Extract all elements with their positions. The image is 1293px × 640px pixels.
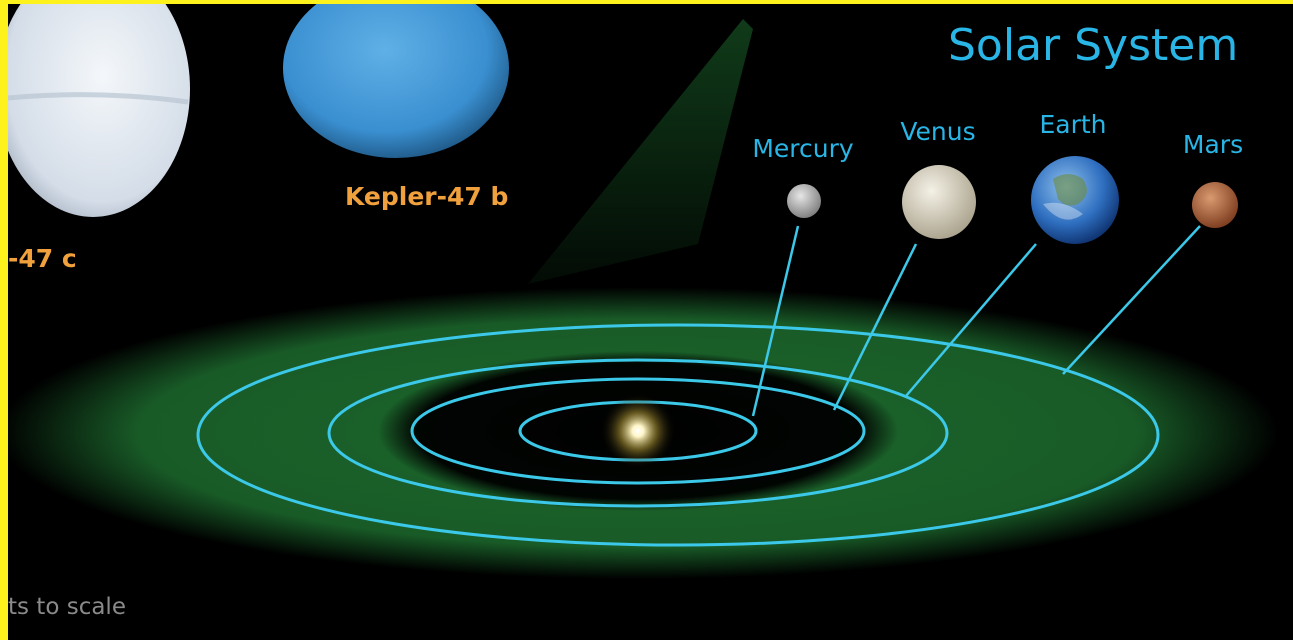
sun: [600, 393, 676, 469]
venus-planet: [902, 165, 976, 239]
earth-leader-line: [905, 243, 1037, 397]
kepler-47b-planet: [283, 4, 509, 158]
earth-orbit: [327, 358, 949, 508]
venus-leader-line: [832, 243, 918, 411]
kepler-47c-label: -47 c: [8, 244, 77, 273]
kepler-47c-planet: [8, 4, 190, 217]
kepler-47c-band: [8, 92, 189, 105]
mercury-label: Mercury: [752, 134, 854, 163]
mars-leader-line: [1062, 225, 1201, 375]
solar-system-diagram: [8, 4, 1278, 579]
earth-label: Earth: [1039, 110, 1107, 139]
earth-clouds: [1043, 202, 1083, 220]
venus-orbit: [410, 377, 866, 485]
mercury-leader-line: [751, 225, 800, 417]
zoom-beam: [528, 19, 753, 284]
scale-footnote: ts to scale: [8, 594, 126, 620]
mars-label: Mars: [1182, 130, 1244, 159]
mars-orbit: [196, 323, 1160, 547]
earth-landmass: [1053, 174, 1087, 206]
mars-planet: [1192, 182, 1238, 228]
mercury-planet: [787, 184, 821, 218]
diagram-canvas: Solar System Mercury Venus Earth Mars Ke…: [8, 4, 1293, 640]
venus-label: Venus: [900, 117, 976, 146]
kepler-47b-label: Kepler-47 b: [345, 182, 509, 211]
diagram-title: Solar System: [948, 20, 1239, 71]
